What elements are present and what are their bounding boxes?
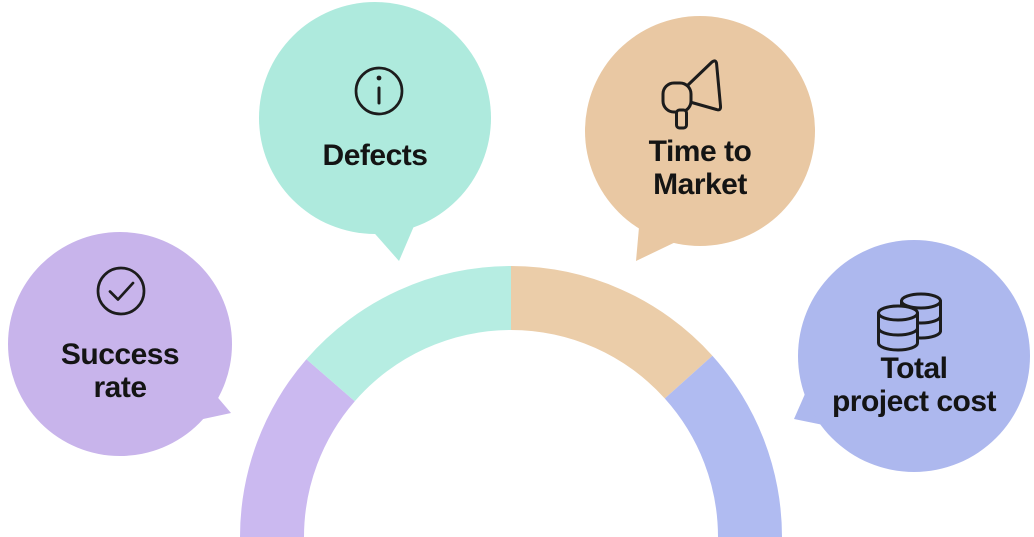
- bubble-defects: Defects: [259, 2, 491, 261]
- gauge-ring: [239, 265, 782, 537]
- bubble-label-line: Time to: [649, 135, 752, 168]
- check-circle-icon: [96, 266, 146, 316]
- bubble-label-line: Success: [61, 338, 179, 371]
- bubble-label-line: rate: [93, 371, 146, 404]
- gauge-segment-time-to-market: [511, 266, 713, 399]
- megaphone-icon: [661, 59, 723, 130]
- bubble-label-line: project cost: [832, 385, 997, 418]
- bubble-label-line: Total: [881, 352, 948, 385]
- coins-icon: [877, 292, 942, 352]
- bubble-circle: [798, 240, 1030, 472]
- bubble-circle: [585, 16, 815, 246]
- bubble-time-to-market: Time to Market: [585, 16, 815, 261]
- bubble-label-line: Market: [653, 168, 747, 201]
- gauge-segment-defects: [306, 265, 511, 402]
- gauge-segment-success-rate: [239, 359, 355, 537]
- bubble-total-project-cost: Total project cost: [794, 240, 1030, 472]
- bubble-success-rate: Success rate: [8, 232, 232, 456]
- bubble-circle: [8, 232, 232, 456]
- gauge-segment-total-project-cost: [664, 355, 782, 537]
- bubble-circle: [259, 2, 491, 234]
- bubble-label-line: Defects: [323, 139, 428, 172]
- info-circle-icon: [354, 66, 404, 116]
